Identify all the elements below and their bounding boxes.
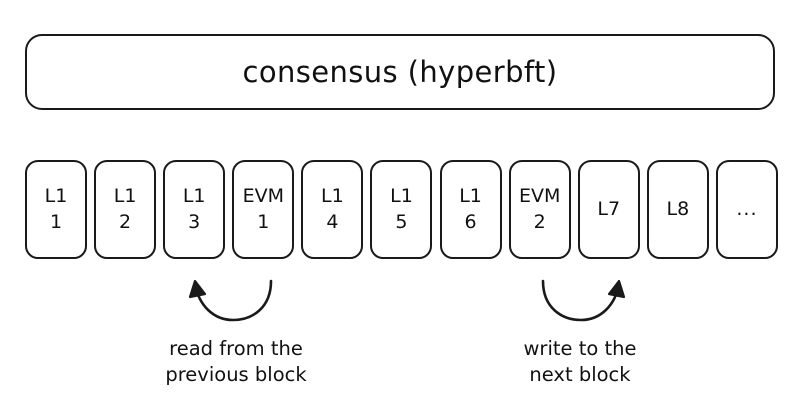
block-label-line2: 6 [464, 211, 477, 233]
block-more: ... [715, 160, 778, 259]
block-l8: L8 [646, 160, 709, 259]
write-caption-line1: write to the [523, 337, 637, 360]
block-evm-1: EVM 1 [232, 160, 295, 259]
block-l1-5: L1 5 [370, 160, 433, 259]
block-label-line1: L1 [182, 185, 206, 207]
block-l1-2: L1 2 [94, 160, 157, 259]
ellipsis-label: ... [736, 198, 758, 220]
consensus-title: consensus (hyperbft) [242, 54, 558, 89]
block-row: L1 1 L1 2 L1 3 EVM 1 L1 4 L1 5 L1 6 EVM [25, 160, 778, 259]
block-label-line2: 3 [188, 211, 201, 233]
block-l7: L7 [577, 160, 640, 259]
write-caption-line2: next block [529, 363, 631, 386]
block-label-line1: L1 [44, 185, 68, 207]
block-label-line2: 5 [395, 211, 408, 233]
block-l1-3: L1 3 [163, 160, 226, 259]
block-label-line1: EVM [242, 185, 284, 207]
read-caption-line2: previous block [165, 363, 307, 386]
block-label-line2: 1 [49, 211, 63, 233]
block-label-line1: L8 [666, 198, 690, 220]
block-label-line1: L1 [390, 185, 413, 207]
block-label-line1: L7 [597, 198, 621, 220]
block-label-line2: 2 [119, 211, 132, 233]
block-label-line2: 4 [326, 211, 339, 233]
read-caption-line1: read from the [169, 337, 303, 360]
block-l1-6: L1 6 [439, 160, 502, 259]
consensus-bar: consensus (hyperbft) [25, 34, 775, 110]
block-label-line1: EVM [518, 185, 561, 207]
read-arrow-icon [188, 279, 273, 322]
block-label-line2: 2 [533, 211, 546, 233]
block-label-line1: L1 [113, 185, 137, 207]
write-annotation-caption: write to the next block [460, 336, 700, 388]
block-evm-2: EVM 2 [508, 160, 571, 259]
write-arrow-icon [541, 279, 626, 322]
read-annotation-caption: read from the previous block [116, 336, 356, 388]
block-label-line1: L1 [321, 185, 344, 207]
block-l1-4: L1 4 [301, 160, 364, 259]
block-label-line1: L1 [459, 185, 482, 207]
block-l1-1: L1 1 [25, 160, 87, 259]
block-label-line2: 1 [257, 211, 270, 233]
